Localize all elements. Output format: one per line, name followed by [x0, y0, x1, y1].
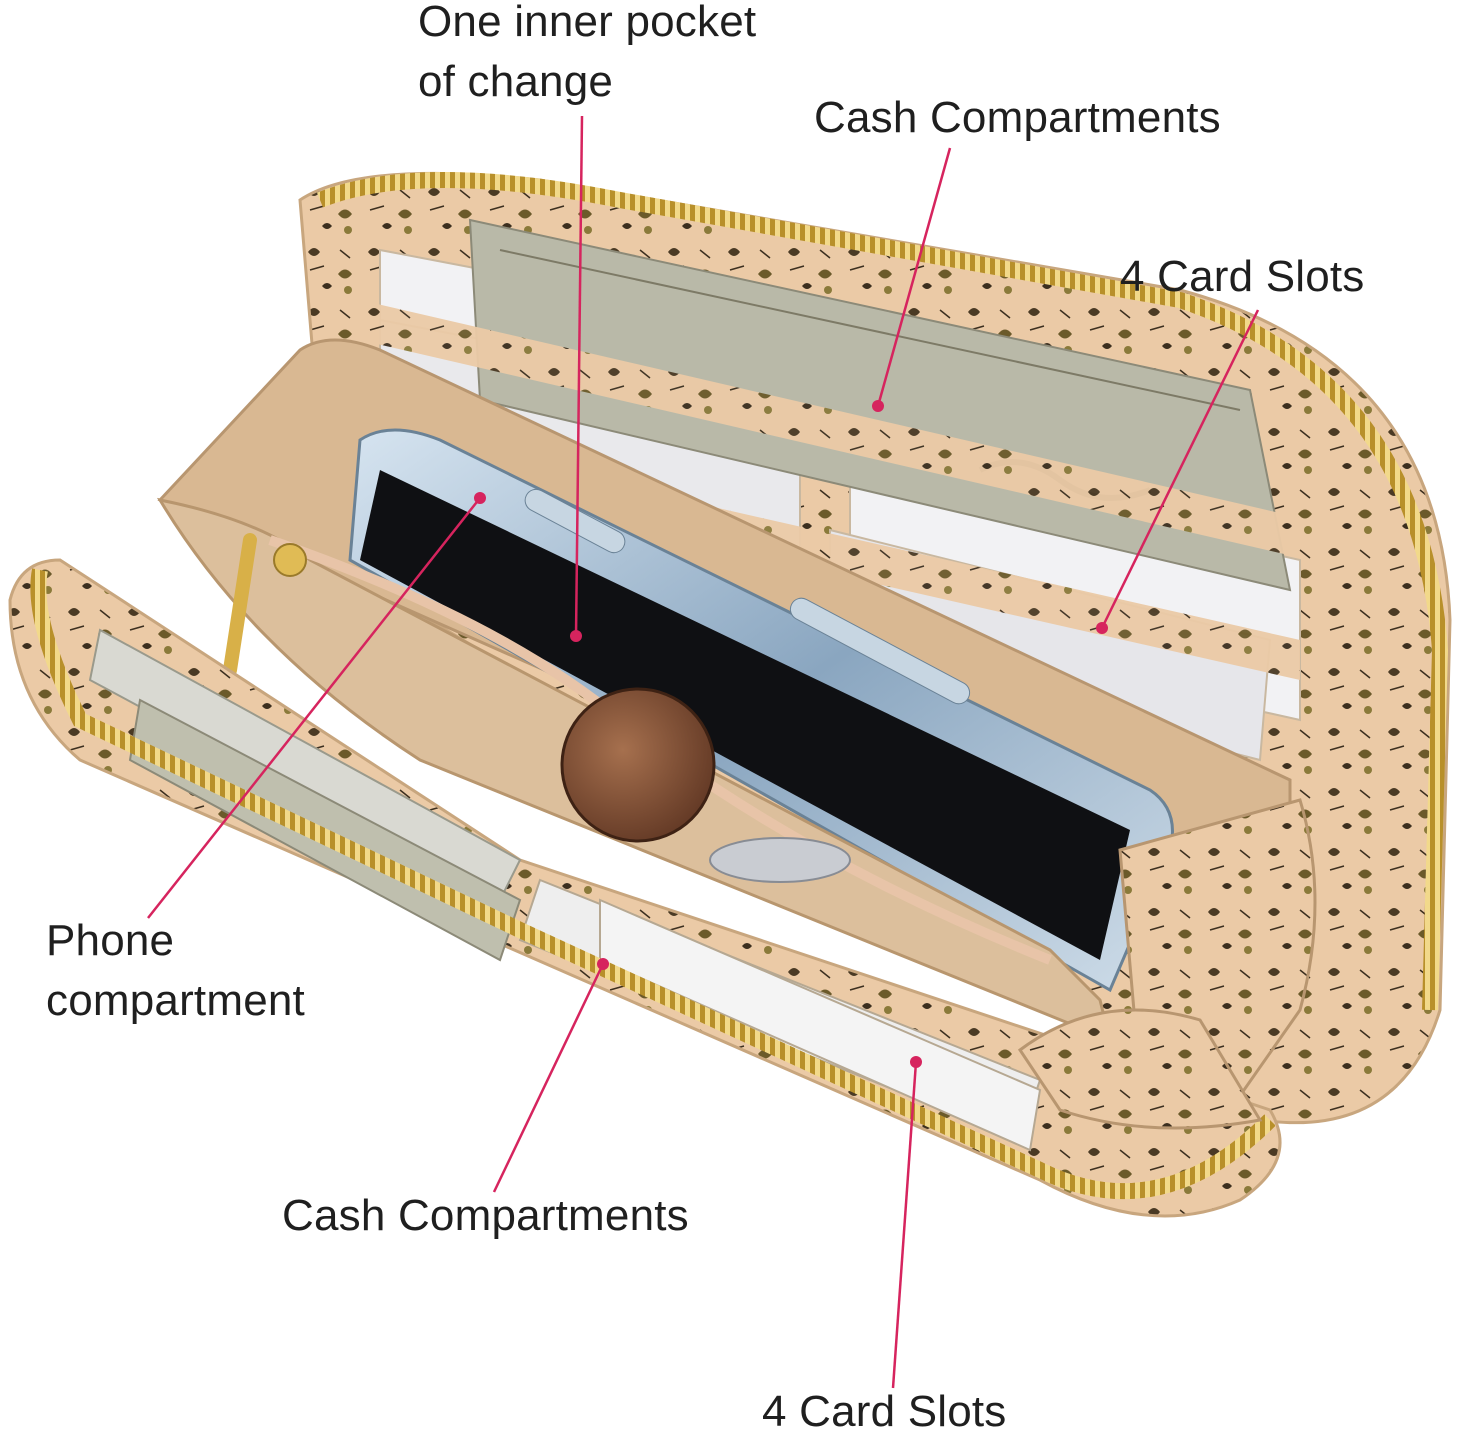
label-phone-compartment: Phone compartment: [46, 916, 305, 1025]
phone: [348, 428, 1174, 993]
bottom-zipper: [30, 568, 1276, 1200]
label-card-slots-top: 4 Card Slots: [1120, 252, 1365, 301]
label-cash-compartments-bottom: Cash Compartments: [282, 1191, 689, 1240]
callouts: [147, 115, 1260, 1389]
top-zipper: [317, 172, 1449, 1011]
label-cash-compartments-top: Cash Compartments: [814, 93, 1221, 142]
label-inner-pocket: One inner pocket of change: [418, 0, 757, 106]
label-card-slots-bottom: 4 Card Slots: [762, 1387, 1007, 1436]
coin: [560, 687, 716, 843]
